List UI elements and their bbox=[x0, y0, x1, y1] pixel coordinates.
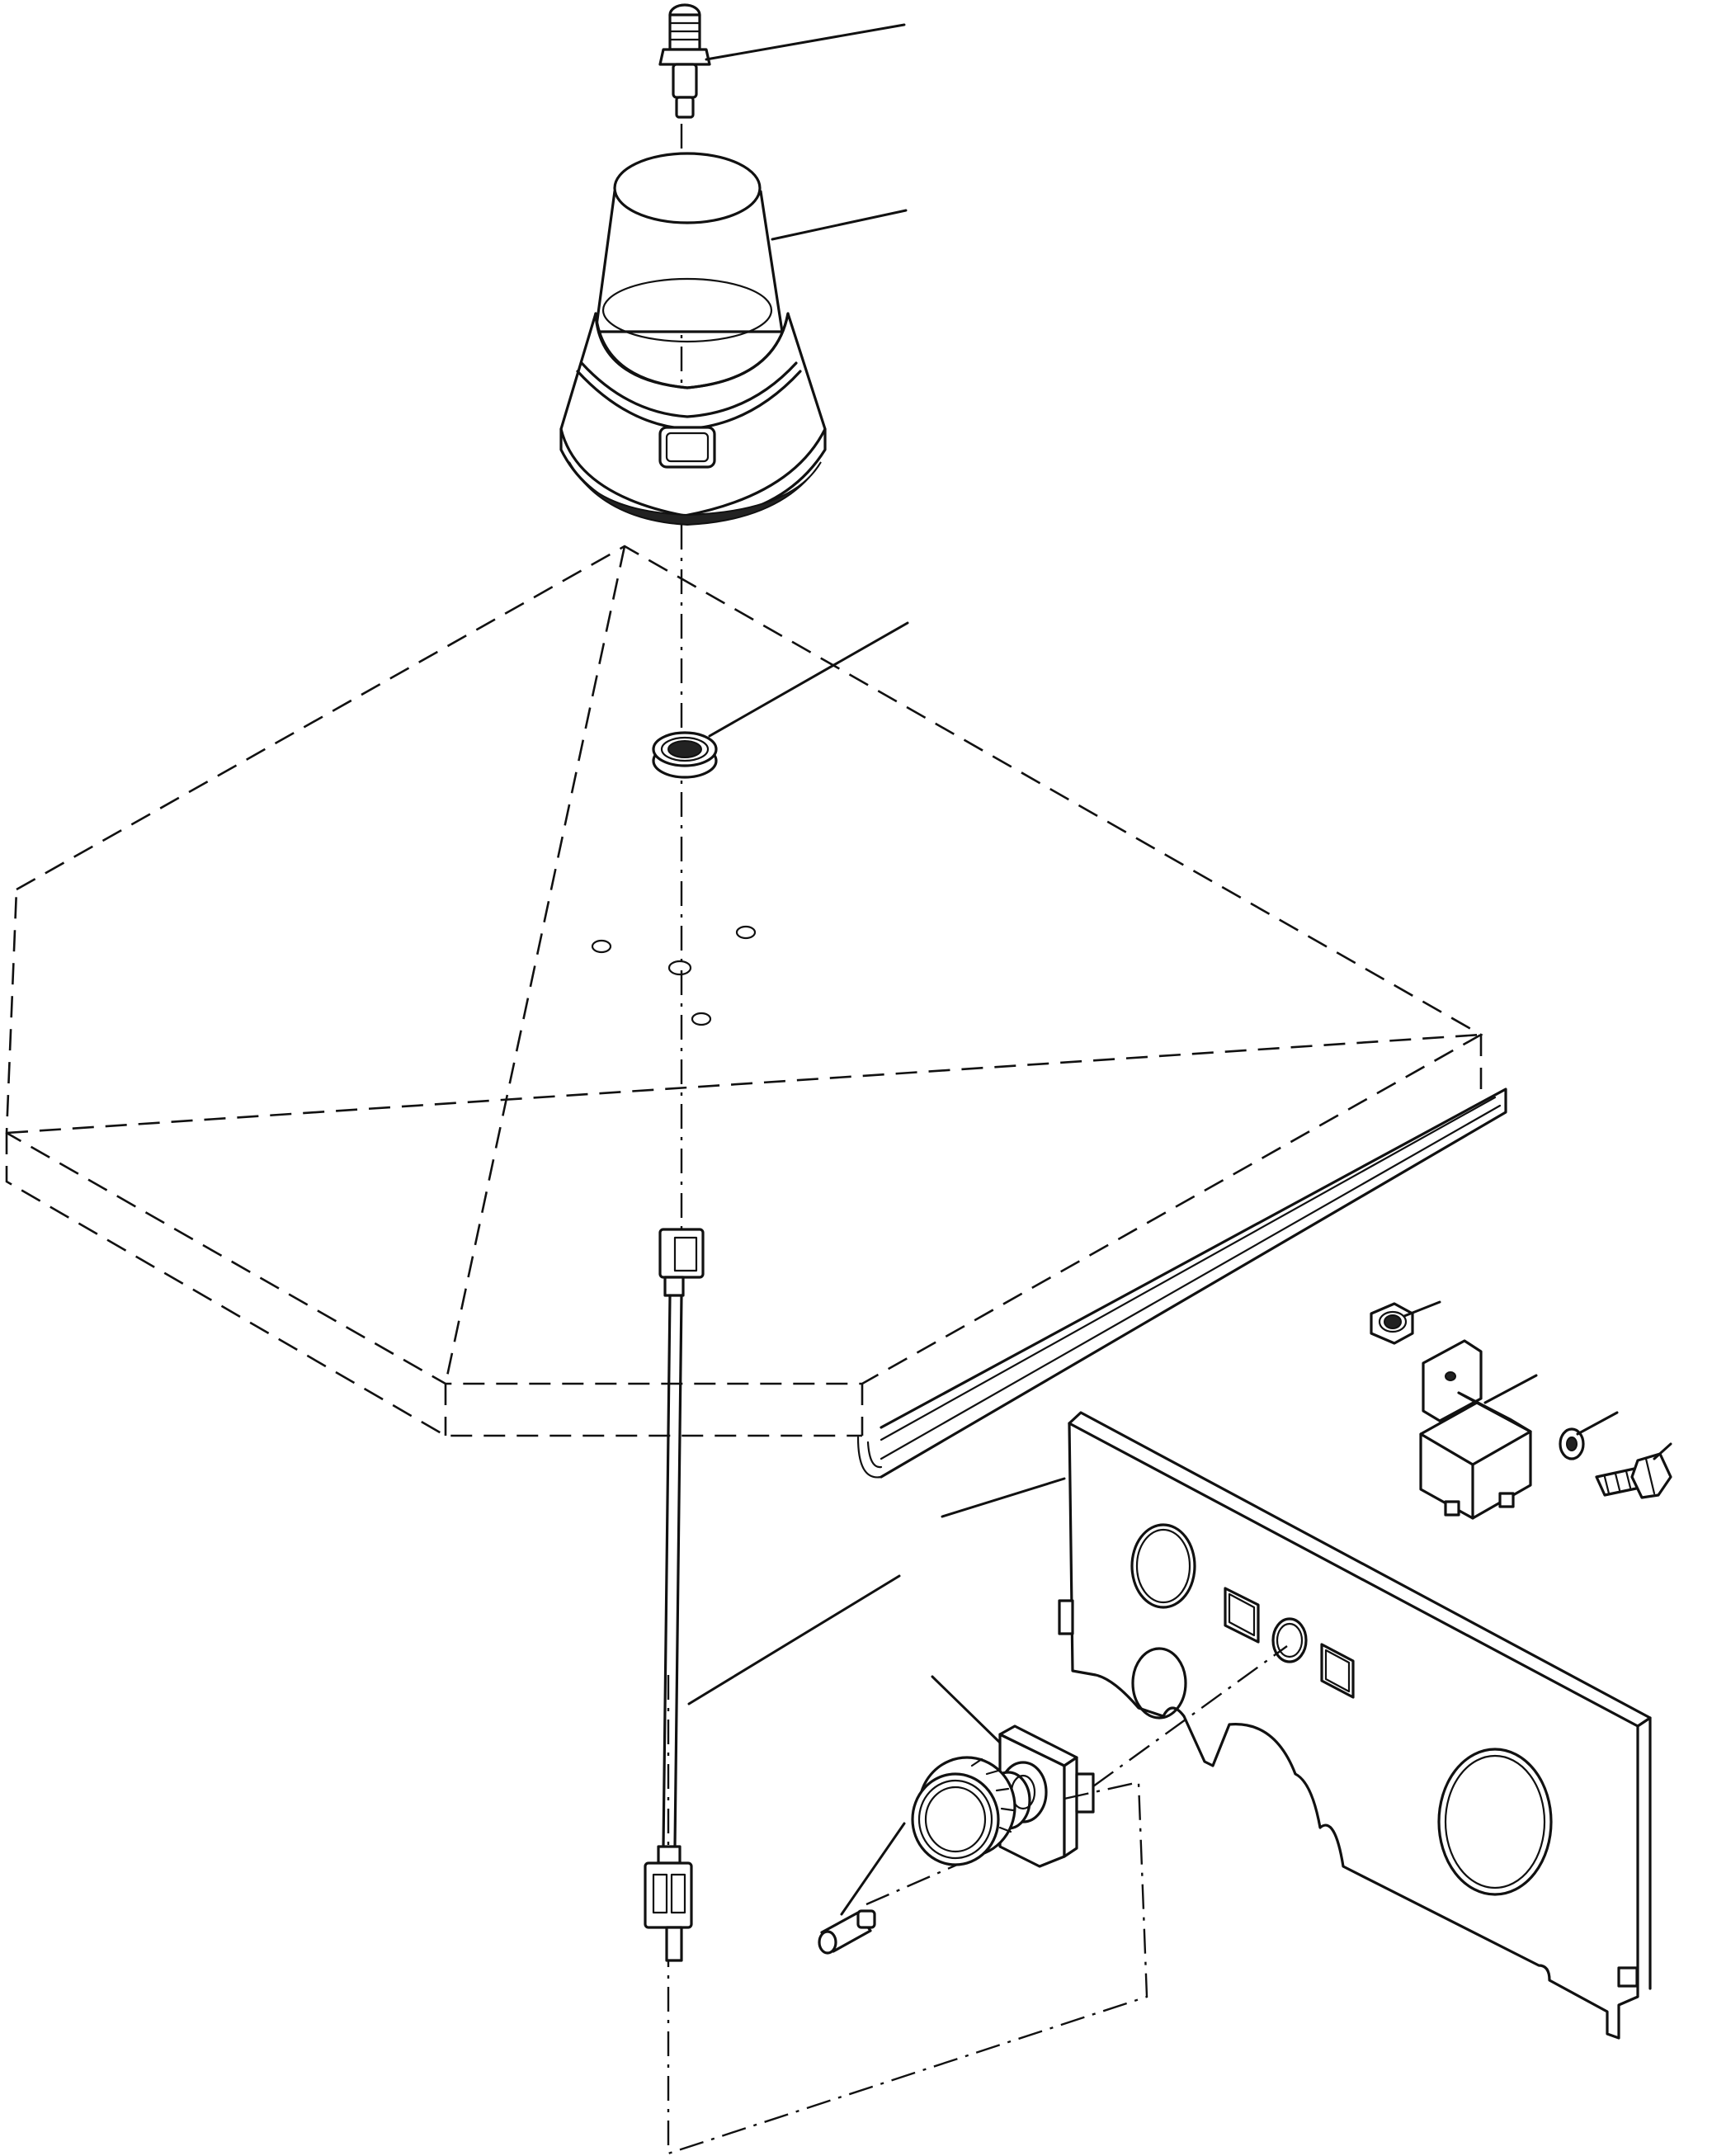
small-bulb-icon bbox=[818, 1909, 876, 1955]
beacon-lamp-icon bbox=[559, 152, 827, 526]
wire-harness-icon bbox=[644, 1228, 705, 1962]
bolt-icon bbox=[1595, 1452, 1672, 1499]
bulb-icon bbox=[658, 3, 711, 119]
nut-icon bbox=[1370, 1302, 1414, 1345]
roof-panel-icon bbox=[5, 545, 1483, 1437]
rotary-switch-icon bbox=[911, 1724, 1095, 1868]
drip-rail-icon bbox=[856, 1087, 1507, 1479]
dash-panel-icon bbox=[1058, 1411, 1652, 2040]
washer-icon bbox=[1559, 1427, 1585, 1460]
grommet-icon bbox=[652, 731, 718, 779]
relay-icon bbox=[1419, 1339, 1532, 1520]
